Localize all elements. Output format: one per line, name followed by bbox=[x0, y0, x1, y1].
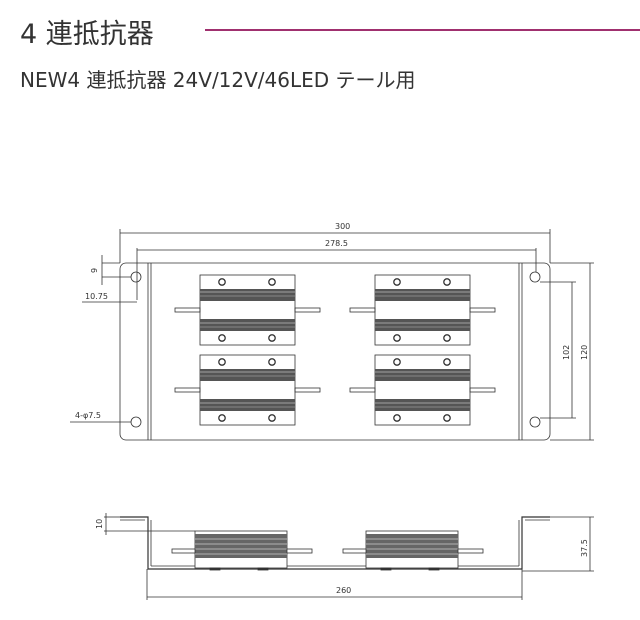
mounting-hole bbox=[529, 416, 541, 428]
resistor bbox=[174, 354, 321, 426]
dim-hole-pitch: 278.5 bbox=[325, 239, 348, 248]
base-plate bbox=[119, 262, 551, 441]
resistor-side bbox=[171, 530, 313, 571]
dim-flange-height: 10 bbox=[95, 519, 104, 529]
dim-hole-offset-y: 9 bbox=[90, 268, 99, 273]
bracket-profile bbox=[120, 516, 550, 570]
resistor bbox=[174, 274, 321, 346]
dim-overall-height: 120 bbox=[580, 345, 589, 360]
dim-overall-width: 300 bbox=[335, 222, 350, 231]
top-view: 300 278.5 9 10.75 4-φ7.5 102 120 bbox=[70, 222, 594, 441]
dim-hole-offset-x: 10.75 bbox=[85, 292, 108, 301]
title-accent-rule bbox=[205, 29, 640, 31]
resistor bbox=[349, 274, 496, 346]
mounting-hole bbox=[130, 416, 142, 428]
dim-hole-pitch-height: 102 bbox=[562, 345, 571, 360]
resistor bbox=[349, 354, 496, 426]
dim-base-width: 260 bbox=[336, 586, 351, 595]
page-title: 4 連抵抗器 bbox=[20, 19, 154, 50]
resistor-side bbox=[342, 530, 484, 571]
mounting-hole bbox=[130, 271, 142, 283]
mounting-hole bbox=[529, 271, 541, 283]
side-view: 10 37.5 260 bbox=[95, 513, 594, 600]
dim-hole-spec: 4-φ7.5 bbox=[75, 411, 101, 420]
dim-total-height: 37.5 bbox=[580, 539, 589, 557]
page-subtitle: NEW4 連抵抗器 24V/12V/46LED テール用 bbox=[20, 68, 416, 92]
